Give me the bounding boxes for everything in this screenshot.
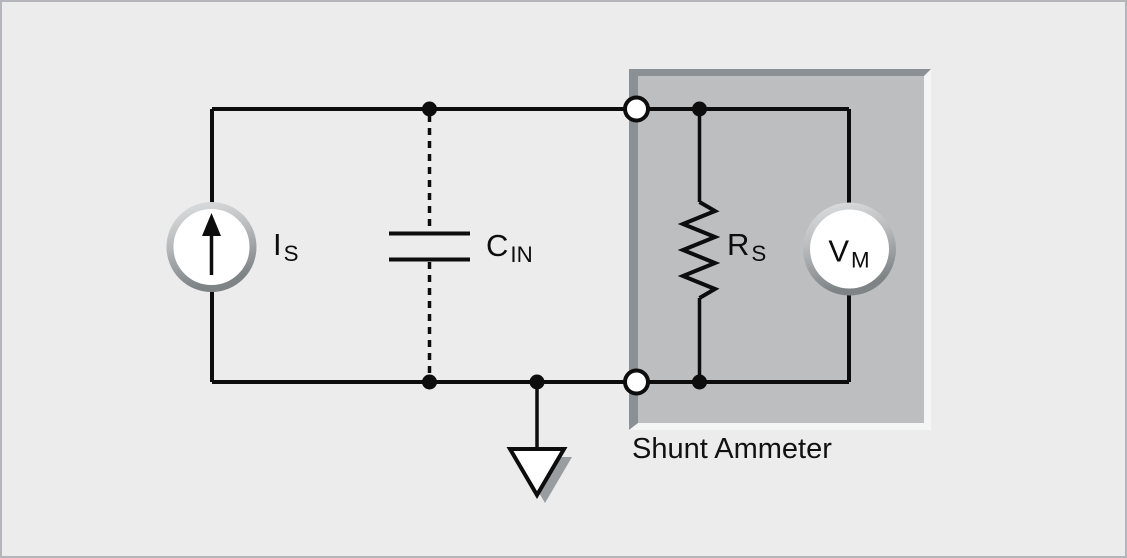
junction-dot (692, 101, 707, 117)
input-capacitor-label-sub: IN (510, 242, 533, 268)
shunt-resistor-label-sub: S (751, 241, 767, 267)
terminal-open-top (623, 95, 650, 123)
junction-dot (692, 374, 707, 390)
junction-dot (529, 374, 545, 390)
current-source-arrowhead-icon (202, 213, 221, 236)
voltmeter-label-main: V (828, 233, 850, 269)
current-source-label-sub: S (283, 241, 299, 267)
input-capacitor-label-main: C (486, 228, 509, 263)
ground-triangle (506, 447, 568, 499)
shunt-ammeter-caption: Shunt Ammeter (632, 433, 832, 465)
resistor-zigzag (677, 200, 721, 300)
terminal-open-bottom (623, 368, 650, 396)
current-source-label-main: I (273, 227, 282, 262)
shunt-resistor-label-main: R (727, 227, 750, 262)
junction-dot (422, 374, 437, 390)
shunt-resistor-label: RS (727, 227, 766, 265)
input-capacitor-label: CIN (486, 228, 533, 266)
voltmeter-label-sub: M (851, 247, 870, 273)
junction-dot (422, 101, 437, 117)
current-source-label: IS (273, 227, 299, 265)
voltmeter-circle (803, 202, 896, 296)
voltmeter-label: VM (828, 233, 869, 272)
